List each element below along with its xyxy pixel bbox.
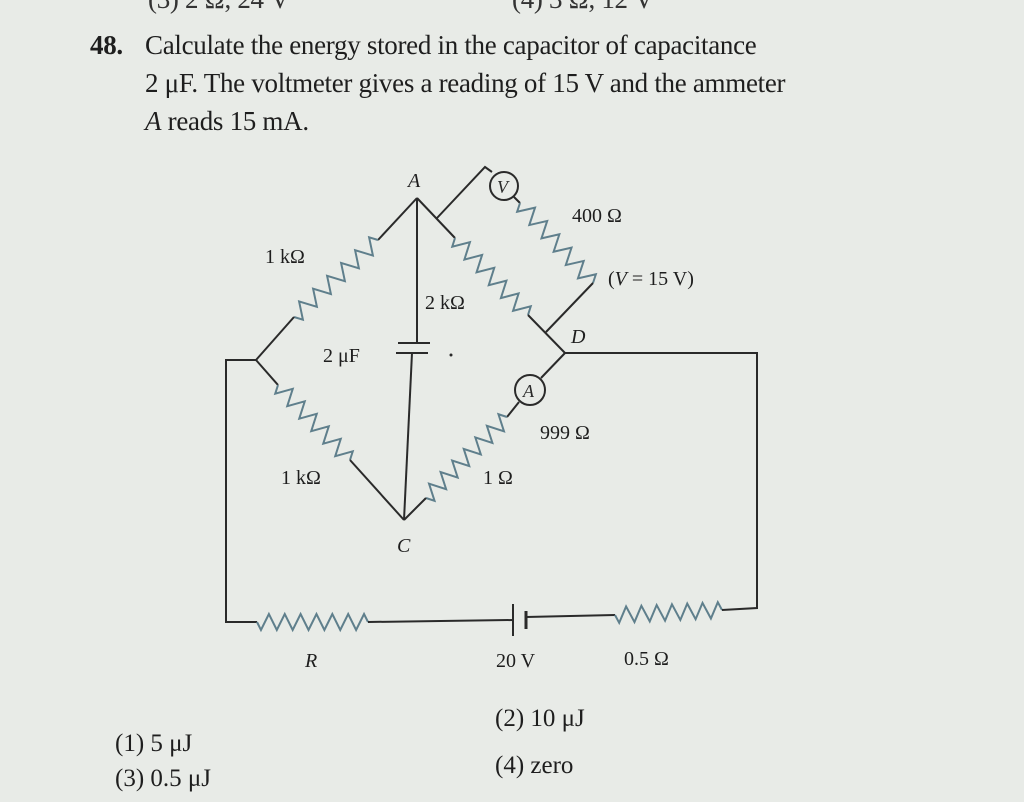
resistor-1k-a-left (293, 235, 379, 322)
voltmeter-icon: V (497, 177, 510, 197)
resistor-400-voltmeter (515, 202, 598, 284)
previous-option-4: (4) 3 Ω, 12 V (512, 0, 654, 15)
wire (506, 401, 520, 418)
wire (525, 614, 616, 618)
wire (545, 282, 594, 333)
wire (255, 316, 295, 361)
ammeter-circle (514, 374, 546, 406)
wire (436, 165, 493, 219)
resistor-voltmeter-label: 400 Ω (572, 205, 622, 227)
wire (416, 197, 456, 239)
question-line-3-text: reads 15 mA. (161, 106, 309, 136)
voltmeter-circle (489, 171, 519, 201)
resistor-999-1-d-c (425, 412, 508, 503)
capacitor-label: 2 μF (323, 345, 360, 367)
wire (540, 352, 566, 379)
resistor-2k-a-d (450, 237, 533, 316)
node-c-label: C (397, 535, 411, 557)
resistor-d-c-label: 1 Ω (483, 467, 513, 489)
wire (513, 196, 521, 204)
resistor-a-d-label: 2 kΩ (425, 292, 465, 314)
internal-resistance-label: 0.5 Ω (624, 648, 669, 670)
node-a-label: A (408, 170, 421, 192)
previous-option-3: (3) 2 Ω, 24 V (148, 0, 290, 15)
resistor-a-left-label: 1 kΩ (265, 246, 305, 268)
wire (377, 197, 418, 241)
wire (565, 352, 758, 611)
option-2[interactable]: (2) 10 μJ (495, 705, 585, 732)
voltmeter-reading-open: ( (608, 268, 615, 290)
voltmeter-reading-v: V (614, 268, 627, 290)
resistor-r-label: R (305, 650, 318, 672)
resistor-left-c-label: 1 kΩ (281, 467, 321, 489)
wire (225, 359, 257, 623)
wire (349, 459, 405, 521)
voltmeter-reading-value: = 15 V) (626, 268, 694, 290)
option-4[interactable]: (4) zero (495, 752, 574, 779)
question-number: 48. (90, 30, 123, 60)
resistor-1k-left-c (273, 384, 355, 461)
wire (527, 314, 566, 354)
wire (403, 352, 413, 521)
dot (449, 353, 453, 357)
wire (255, 359, 279, 386)
battery-label: 20 V (496, 650, 536, 672)
question-line-2: 2 μF. The voltmeter gives a reading of 1… (145, 68, 786, 98)
option-1[interactable]: (1) 5 μJ (115, 730, 193, 757)
ammeter-symbol-text: A (145, 106, 162, 136)
resistor-ammeter-label: 999 Ω (540, 422, 590, 444)
resistor-0-5 (614, 599, 723, 626)
node-d-label: D (571, 326, 586, 348)
question-line-1: Calculate the energy stored in the capac… (145, 30, 757, 60)
resistor-r (256, 611, 369, 633)
question-line-3: A reads 15 mA. (145, 106, 309, 137)
wire (403, 497, 427, 521)
wire (367, 619, 514, 623)
voltmeter-reading-label: (V = 15 V) (608, 268, 694, 291)
ammeter-icon: A (522, 381, 535, 401)
option-3[interactable]: (3) 0.5 μJ (115, 765, 212, 792)
